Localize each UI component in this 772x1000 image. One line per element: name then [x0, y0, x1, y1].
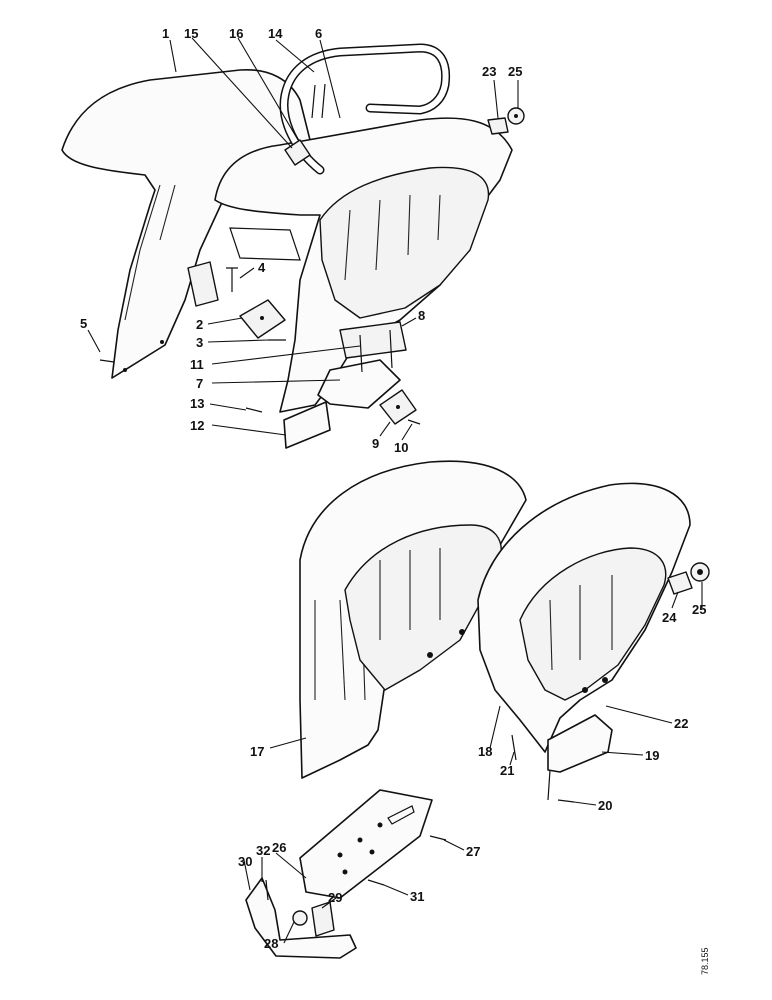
- callout-5: 5: [80, 316, 87, 331]
- callout-23: 23: [482, 64, 496, 79]
- callout-31: 31: [410, 889, 424, 904]
- callout-27: 27: [466, 844, 480, 859]
- callout-2: 2: [196, 317, 203, 332]
- bottom-assembly: [245, 460, 710, 959]
- callout-4: 4: [258, 260, 266, 275]
- bolt-21: [511, 734, 517, 761]
- left-mount-bracket: [187, 261, 219, 307]
- callout-11: 11: [190, 357, 204, 372]
- lower-frame: [245, 877, 357, 959]
- callout-12: 12: [190, 418, 204, 433]
- bolt-27: [429, 835, 447, 841]
- bolt-5: [99, 359, 115, 363]
- right-seat-pan: [519, 547, 667, 701]
- callout-6: 6: [315, 26, 322, 41]
- callout-1: 1: [162, 26, 169, 41]
- bolt-31: [367, 879, 385, 886]
- bolt-20: [557, 799, 575, 803]
- callout-18: 18: [478, 744, 492, 759]
- callout-10: 10: [394, 440, 408, 455]
- leader-lines: [87, 37, 703, 944]
- callout-28: 28: [264, 936, 278, 951]
- callout-25-top: 25: [508, 64, 522, 79]
- callout-17: 17: [250, 744, 264, 759]
- bolt-4: [226, 267, 238, 292]
- bush-28: [292, 910, 308, 926]
- callout-16: 16: [229, 26, 243, 41]
- bolt-13: [245, 407, 263, 413]
- callout-22: 22: [674, 716, 688, 731]
- callout-29: 29: [328, 890, 342, 905]
- callout-7: 7: [196, 376, 203, 391]
- clip: [487, 117, 509, 135]
- callout-14: 14: [268, 26, 283, 41]
- callout-8: 8: [418, 308, 425, 323]
- callout-15: 15: [184, 26, 198, 41]
- callout-13: 13: [190, 396, 204, 411]
- slide-plate: [299, 789, 433, 899]
- callout-26: 26: [272, 840, 286, 855]
- callout-21: 21: [500, 763, 514, 778]
- top-assembly: [61, 43, 525, 449]
- bolt-10: [407, 419, 421, 425]
- left-seat-pan: [344, 524, 502, 691]
- callout-32: 32: [256, 843, 270, 858]
- handle-clamp: [284, 139, 311, 166]
- left-mudguard: [61, 69, 311, 379]
- drawing-reference: 78.155: [700, 947, 710, 975]
- callout-20: 20: [598, 798, 612, 813]
- bolt-32: [265, 879, 269, 901]
- callout-3: 3: [196, 335, 203, 350]
- bracket-24: [667, 571, 693, 595]
- callout-labels: 1 15 16 14 6 23 25 4 2 3 5 8 11 7 13 12 …: [80, 26, 706, 951]
- seat-pan-upper: [319, 166, 490, 319]
- callout-24: 24: [662, 610, 677, 625]
- callout-30: 30: [238, 854, 252, 869]
- callout-19: 19: [645, 748, 659, 763]
- callout-25-right: 25: [692, 602, 706, 617]
- plate-12: [283, 401, 331, 449]
- bracket-7: [317, 359, 401, 409]
- callout-9: 9: [372, 436, 379, 451]
- bracket-29: [311, 901, 335, 937]
